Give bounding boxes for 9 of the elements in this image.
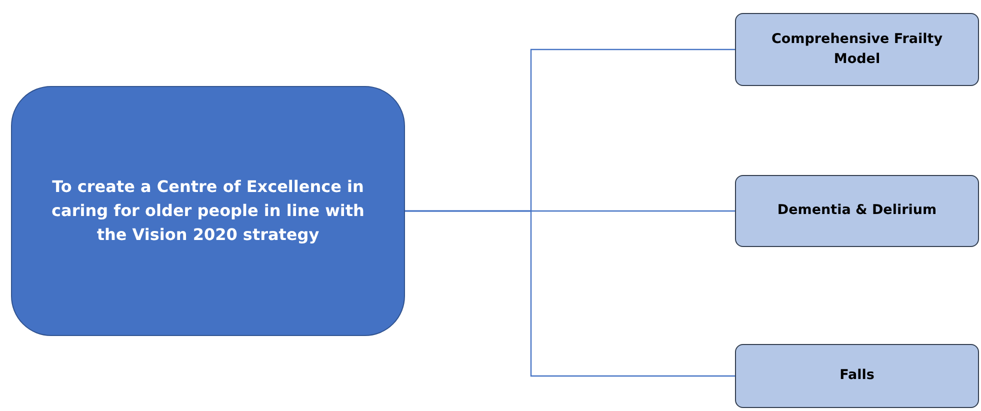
box-label: Falls (840, 366, 874, 386)
topic-box (735, 175, 979, 247)
topic-box (735, 13, 979, 86)
box-label: Comprehensive Frailty Model (770, 30, 944, 68)
connector-line (405, 210, 735, 377)
goal-box (11, 86, 405, 336)
box-label: To create a Centre of Excellence in caring for older people in line with the Vision 2020 strategy (50, 176, 366, 246)
topic-box (735, 344, 979, 408)
box-label: Dementia & Delirium (777, 201, 937, 220)
